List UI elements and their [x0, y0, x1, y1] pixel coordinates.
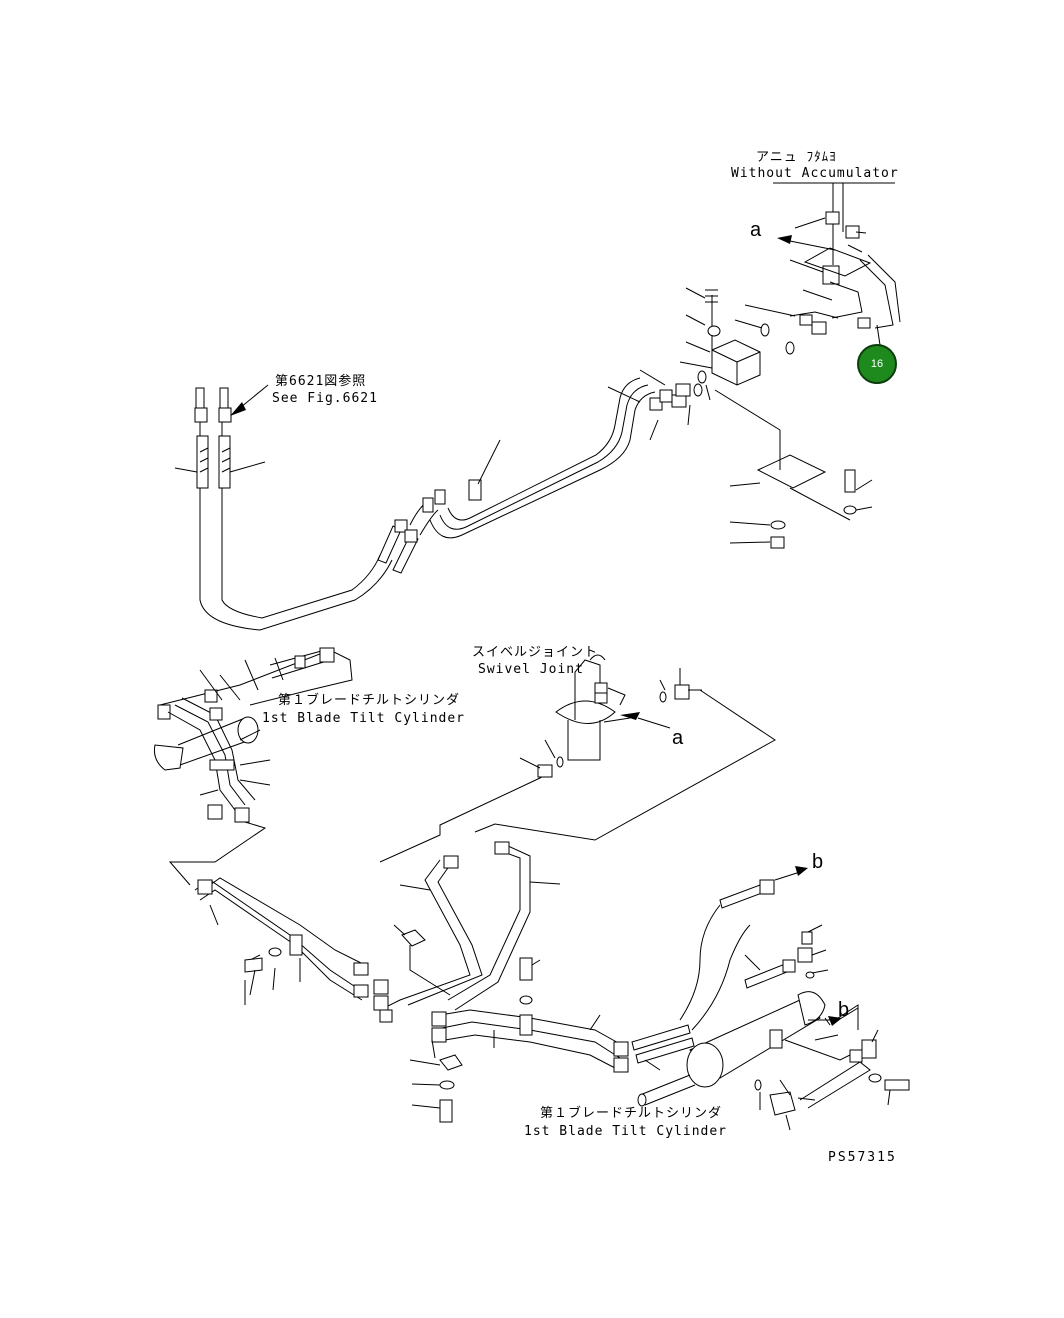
part-number-badge[interactable]: 16: [857, 344, 897, 384]
arrow-b-lower-label: b: [838, 999, 850, 1021]
swivel-joint-label: Swivel Joint: [478, 662, 584, 677]
without-accumulator-jp-label: アニュ ﾌﾀﾑﾖ: [756, 150, 837, 165]
tilt-cylinder-1-jp-label: 第１ブレードチルトシリンダ: [278, 693, 461, 708]
lower-pipe-run: [194, 841, 808, 1123]
see-fig-jp-label: 第6621図参照: [275, 374, 367, 389]
swivel-joint: [519, 654, 702, 778]
without-accumulator-label: Without Accumulator: [731, 166, 899, 181]
right-tilt-cylinder: [637, 924, 910, 1131]
accumulator-assembly: [679, 182, 901, 549]
upper-pipe-run: [174, 369, 711, 631]
drawing-code: PS57315: [828, 1150, 897, 1165]
tilt-cylinder-1-label: 1st Blade Tilt Cylinder: [262, 711, 466, 726]
see-fig-label: See Fig.6621: [272, 391, 378, 406]
left-tilt-cylinder: [154, 647, 776, 886]
tilt-cylinder-2-jp-label: 第１ブレードチルトシリンダ: [540, 1106, 723, 1121]
arrow-b-upper-label: b: [812, 851, 824, 873]
arrow-a-mid-label: a: [672, 727, 684, 749]
swivel-joint-jp-label: スイベルジョイント: [472, 645, 599, 660]
arrow-a-top-label: a: [750, 219, 762, 241]
tilt-cylinder-2-label: 1st Blade Tilt Cylinder: [524, 1124, 728, 1139]
